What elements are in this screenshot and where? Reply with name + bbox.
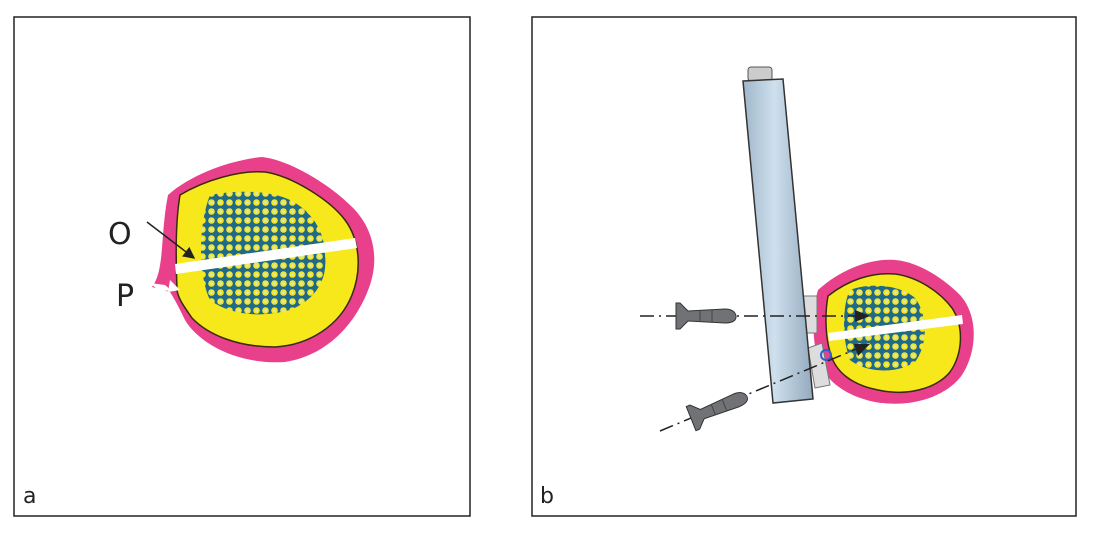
screw-2	[685, 392, 748, 432]
panel-b-label: b	[540, 484, 554, 509]
screw-1	[675, 302, 737, 330]
bone-cross-section-a	[150, 157, 375, 363]
panel-a: O P a	[13, 16, 471, 517]
fracture-line-b	[828, 315, 963, 341]
panel-b: b	[531, 16, 1077, 517]
marker-circle	[820, 349, 832, 361]
fracture-line	[175, 238, 357, 274]
label-p: P	[116, 279, 134, 314]
panel-a-label: a	[23, 484, 36, 509]
panel-b-frame	[531, 16, 1077, 517]
fixation-rod	[742, 66, 814, 404]
arrow-to-o	[146, 221, 196, 259]
label-o: O	[108, 217, 132, 252]
